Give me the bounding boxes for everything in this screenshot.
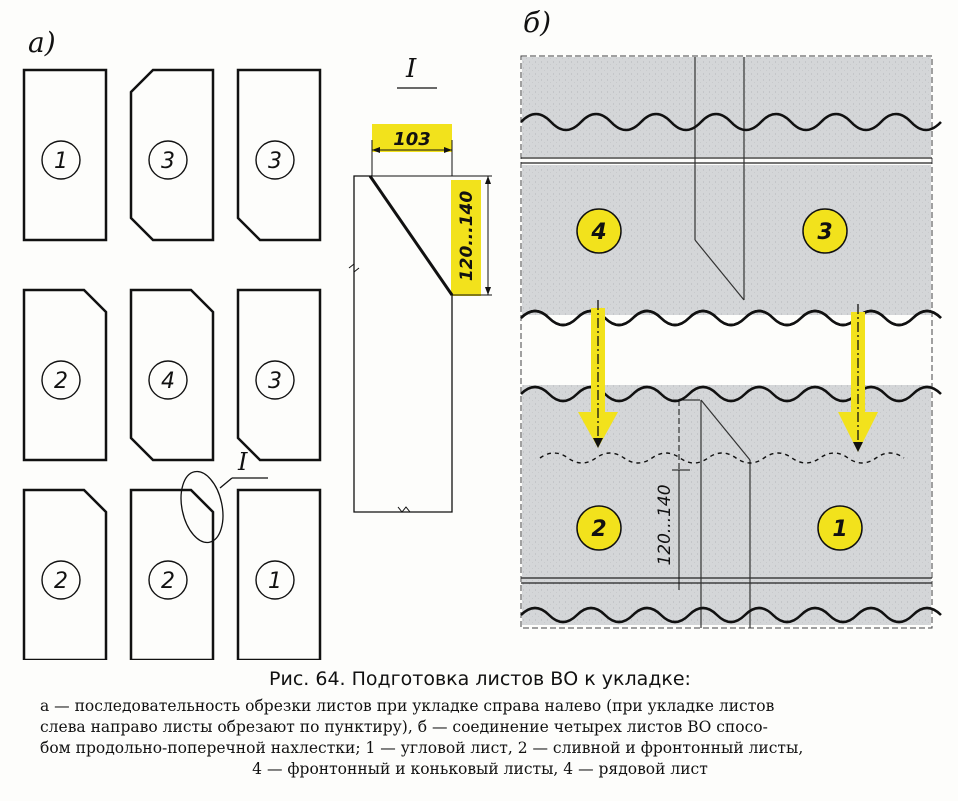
dim-width-arrow-left xyxy=(372,147,380,153)
top-strip xyxy=(522,57,931,157)
sheet-a-number-circle xyxy=(148,360,188,400)
sheet-a-number-circle xyxy=(41,140,81,180)
wave-bottom xyxy=(520,606,942,624)
callout-label: I xyxy=(238,448,248,476)
sheet-a-number: 2 xyxy=(54,569,68,594)
dim-height-text: 120...140 xyxy=(457,191,477,282)
sheet-a-number-circle xyxy=(255,360,295,400)
sheet-a-number: 2 xyxy=(54,369,68,394)
sheet-a-number-circle xyxy=(255,560,295,600)
wave-dashed-overlap xyxy=(539,452,905,464)
sheet-b-2 xyxy=(522,385,750,585)
caption-line-2: слева направо листы обрезают по пунктиру… xyxy=(40,718,768,736)
break-mark-bottom xyxy=(397,506,411,513)
sheet-a-0 xyxy=(22,68,108,242)
sheet-a-2 xyxy=(236,68,322,242)
sheet-a-3 xyxy=(22,288,108,462)
sheet-a-number-circle xyxy=(255,140,295,180)
sheet-b-4 xyxy=(522,165,744,315)
diagram-canvas: 1 3 3 2 4 3 2 2 1 103 120...140 xyxy=(22,55,942,660)
sheet-a-number-circle xyxy=(148,560,188,600)
overlap-dim-text: 120...140 xyxy=(655,484,675,565)
sheet-b-number: 3 xyxy=(817,220,832,245)
detail-drawing xyxy=(348,87,492,513)
dim-height-highlight xyxy=(451,180,481,296)
sheet-a-6 xyxy=(22,488,108,660)
sheet-a-number: 2 xyxy=(161,569,175,594)
panel-a-label: а) xyxy=(28,26,56,59)
sheet-a-number: 1 xyxy=(268,569,282,594)
sheet-a-1 xyxy=(129,68,215,242)
sheet-b-number-disc xyxy=(802,208,848,254)
sheet-a-number: 1 xyxy=(54,149,68,174)
detail-cut-edge xyxy=(368,175,454,296)
sheet-a-5 xyxy=(236,288,322,462)
wave-top-strip xyxy=(520,112,942,132)
detail-callout-ellipse xyxy=(180,470,224,544)
sheet-a-number-circle xyxy=(148,140,188,180)
sheet-a-number-circle xyxy=(41,360,81,400)
arrow-left xyxy=(578,300,618,448)
dim-width-highlight xyxy=(372,124,452,152)
dim-height-arrow-top xyxy=(485,176,491,184)
diagonal-cut-lower xyxy=(700,399,751,461)
caption-line-4: 4 — фронтонный и коньковый листы, 4 — ря… xyxy=(252,760,708,778)
panel-b-label: б) xyxy=(523,6,552,39)
diagonal-cut-upper xyxy=(694,239,745,301)
sheet-a-number: 4 xyxy=(161,369,175,394)
sheet-a-number-circle xyxy=(41,560,81,600)
sheet-b-number: 2 xyxy=(591,517,606,542)
sheet-a-7 xyxy=(129,488,215,660)
dim-height-arrow-bottom xyxy=(485,287,491,295)
sheet-b-number-disc xyxy=(576,208,622,254)
sheet-a-4 xyxy=(129,288,215,462)
caption-line-3: бом продольно-поперечной нахлестки; 1 — … xyxy=(40,739,804,757)
row-gap xyxy=(522,333,931,379)
sheet-b-number-disc xyxy=(817,505,863,551)
detail-label: I xyxy=(406,54,417,84)
panel-b-drawing: 4 3 2 1 xyxy=(520,55,942,629)
dim-width-arrow-right xyxy=(444,147,452,153)
bottom-strip xyxy=(522,585,931,625)
sheet-a-number: 3 xyxy=(268,149,282,174)
caption-body: а — последовательность обрезки листов пр… xyxy=(40,696,920,780)
sheet-a-number: 3 xyxy=(161,149,175,174)
panel-b-frame xyxy=(520,55,933,629)
caption-line-1: а — последовательность обрезки листов пр… xyxy=(40,697,775,715)
sheet-a-number: 3 xyxy=(268,369,282,394)
arrow-right xyxy=(838,304,878,452)
callout-leader xyxy=(219,477,233,489)
break-mark-left xyxy=(348,262,360,274)
sheet-b-number: 4 xyxy=(590,220,606,245)
caption-title: Рис. 64. Подготовка листов ВО к укладке: xyxy=(269,668,691,690)
sheet-a-8 xyxy=(236,488,322,660)
sheet-b-number: 1 xyxy=(832,517,847,542)
panel-a-sheets: 1 3 3 2 4 3 2 2 1 xyxy=(22,68,322,660)
dim-width-text: 103 xyxy=(393,129,431,150)
sheet-b-1 xyxy=(750,385,931,585)
sheet-b-number-disc xyxy=(576,505,622,551)
